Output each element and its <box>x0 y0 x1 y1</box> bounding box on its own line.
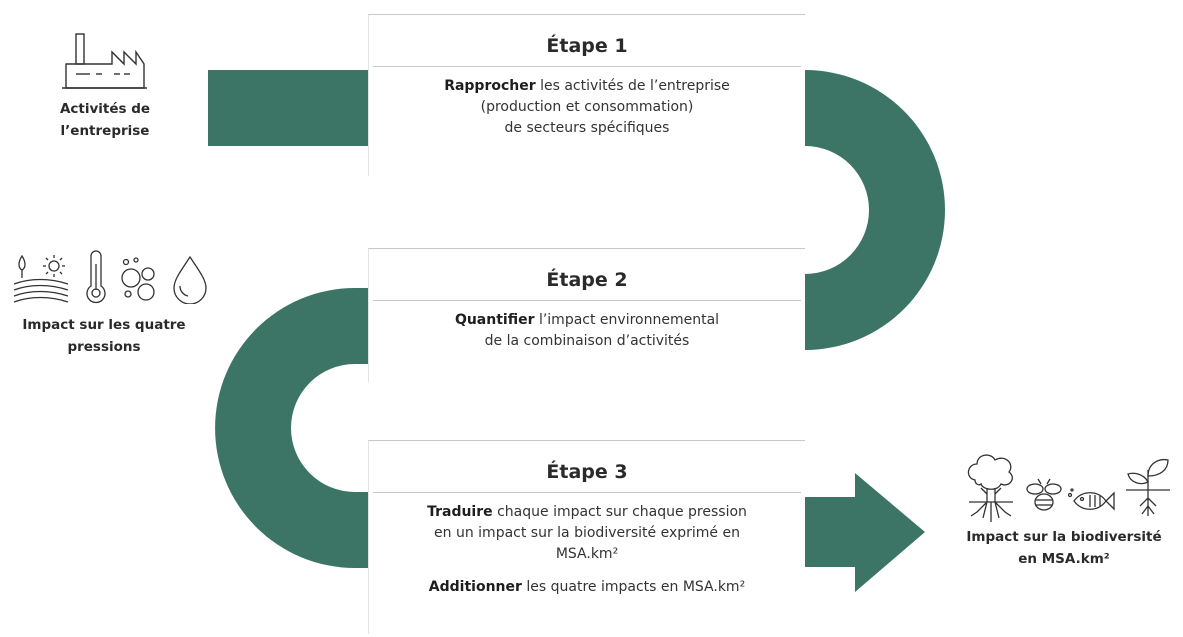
step-1-card: Étape 1 Rapprocher les activités de l’en… <box>368 14 805 176</box>
band-curve-right <box>770 70 945 350</box>
land-use-sun-icon <box>13 254 69 303</box>
bee-icon <box>1026 478 1062 511</box>
band-arrow-exit <box>790 473 925 592</box>
step-3-verb: Traduire <box>427 504 493 520</box>
company-label-line-2: l’entreprise <box>60 123 150 139</box>
biodiversity-label: Impact sur la biodiversité en MSA.km² <box>948 526 1180 570</box>
step-3-title: Étape 3 <box>546 461 628 483</box>
step-2-line-1: l’impact environnemental <box>534 312 720 328</box>
band-curve-left <box>215 288 400 568</box>
step-1-text: Rapprocher les activités de l’entreprise… <box>369 67 805 139</box>
pressures-label-line-1: Impact sur les quatre <box>22 317 186 333</box>
company-label-line-1: Activités de <box>59 101 151 117</box>
step-1-line-2: (production et consommation) <box>480 99 694 115</box>
step-1-title: Étape 1 <box>546 35 628 57</box>
step-2-verb: Quantifier <box>454 312 535 328</box>
plant-sprout-icon <box>1126 458 1170 516</box>
step-1-divider <box>373 66 801 67</box>
step-3-verb-2: Additionner <box>428 579 522 595</box>
factory-icon <box>62 33 147 89</box>
step-2-title: Étape 2 <box>546 269 628 291</box>
step-1-line-3: de secteurs spécifiques <box>504 120 670 136</box>
step-1-line-1: les activités de l’entreprise <box>535 78 730 94</box>
tree-icon <box>967 454 1013 522</box>
pressures-label-line-2: pressions <box>67 339 141 355</box>
pressures-label: Impact sur les quatre pressions <box>4 314 204 358</box>
step-1-verb: Rapprocher <box>444 78 536 94</box>
step-3-line-2: en un impact sur la biodiversité exprimé… <box>434 525 740 541</box>
band-segment-top <box>208 70 378 146</box>
step-3-card: Étape 3 Traduire chaque impact sur chaqu… <box>368 440 805 634</box>
thermometer-icon <box>86 250 106 304</box>
step-2-divider <box>373 300 801 301</box>
step-2-card: Étape 2 Quantifier l’impact environnemen… <box>368 248 805 382</box>
step-2-text: Quantifier l’impact environnemental de l… <box>369 301 805 352</box>
step-3-line-1: chaque impact sur chaque pression <box>492 504 747 520</box>
company-label: Activités de l’entreprise <box>40 98 170 142</box>
step-3-line-3: MSA.km² <box>555 546 619 562</box>
step-3-line-4: les quatre impacts en MSA.km² <box>521 579 746 595</box>
step-3-divider <box>373 492 801 493</box>
biodiversity-label-line-2: en MSA.km² <box>1018 551 1110 567</box>
fish-icon <box>1068 488 1115 511</box>
step-3-text: Traduire chaque impact sur chaque pressi… <box>369 493 805 598</box>
water-drop-icon <box>173 255 207 304</box>
step-2-line-2: de la combinaison d’activités <box>484 333 690 349</box>
biodiversity-label-line-1: Impact sur la biodiversité <box>966 529 1162 545</box>
pollution-bubbles-icon <box>121 257 155 301</box>
